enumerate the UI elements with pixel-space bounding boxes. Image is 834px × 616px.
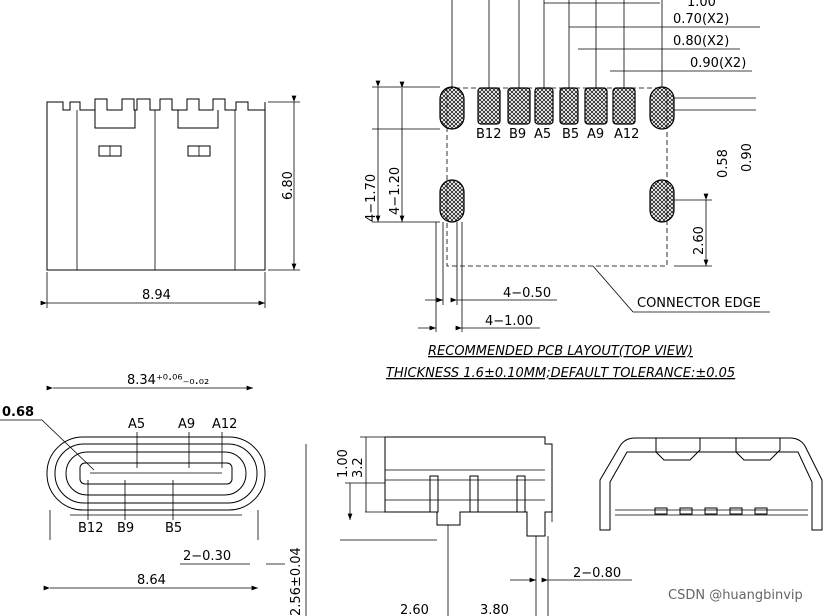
front-pin-a5: A5 [128, 417, 145, 432]
pcb-thickness-note: THICKNESS 1.6±0.10MM;DEFAULT TOLERANCE:±… [386, 366, 735, 381]
front-pin-a9: A9 [178, 417, 195, 432]
connector-edge-label: CONNECTOR EDGE [637, 296, 761, 311]
front-pin-b12: B12 [78, 521, 103, 536]
dim-height-side: 6.80 [281, 171, 296, 200]
watermark: CSDN @huangbinvip [668, 588, 803, 603]
dim-pitch-2: 0.70(X2) [673, 12, 729, 27]
front-view: A5 A9 A12 B12 B9 B5 8.34⁺⁰·⁰⁶₋₀.₀₂ 0.68 … [0, 373, 307, 616]
dim-pitch-1: 1.00 [687, 0, 716, 10]
dim-100: 4−1.00 [485, 314, 533, 329]
dim-260-pcb: 2.60 [692, 226, 707, 255]
front-pin-b9: B9 [117, 521, 134, 536]
pcb-pin-a12: A12 [614, 127, 639, 142]
pcb-layout-title: RECOMMENDED PCB LAYOUT(TOP VIEW) [428, 344, 693, 359]
dim-068: 0.68 [2, 405, 34, 420]
dim-260-side: 2.60 [400, 603, 429, 616]
dim-380-side: 3.80 [480, 603, 509, 616]
dim-32-side: 3.2 [351, 457, 366, 478]
front-pin-a12: A12 [212, 417, 237, 432]
front-pin-b5: B5 [165, 521, 182, 536]
dim-pitch-4: 0.90(X2) [690, 56, 746, 71]
pcb-pin-b12: B12 [476, 127, 501, 142]
dim-058: 0.58 [716, 149, 731, 178]
dim-2-030: 2−0.30 [183, 549, 231, 564]
side-profile-view: 1.00 3.2 2−0.80 2.60 3.80 [336, 436, 632, 616]
dim-090: 0.90 [740, 143, 755, 172]
pcb-pin-a5: A5 [534, 127, 551, 142]
dim-width-side: 8.94 [142, 288, 171, 303]
dim-2-080: 2−0.80 [573, 566, 621, 581]
pcb-layout-view: B12 B9 A5 B5 A9 A12 1.00 0.70(X2) 0.80(X… [364, 0, 770, 381]
dim-050: 4−0.50 [503, 286, 551, 301]
dim-slot-short: 4−1.20 [388, 167, 403, 215]
dim-834: 8.34⁺⁰·⁰⁶₋₀.₀₂ [127, 373, 209, 388]
dim-864: 8.64 [137, 573, 166, 588]
pcb-pin-a9: A9 [587, 127, 604, 142]
pcb-pin-b9: B9 [509, 127, 526, 142]
dim-100-side: 1.00 [336, 449, 351, 478]
pcb-pin-b5: B5 [562, 127, 579, 142]
rear-view [599, 437, 823, 531]
dim-height-front: 2.56±0.04 [289, 547, 304, 616]
side-view: 8.94 6.80 [40, 95, 300, 308]
dim-slot-long: 4−1.70 [364, 174, 379, 222]
dim-pitch-3: 0.80(X2) [673, 34, 729, 49]
